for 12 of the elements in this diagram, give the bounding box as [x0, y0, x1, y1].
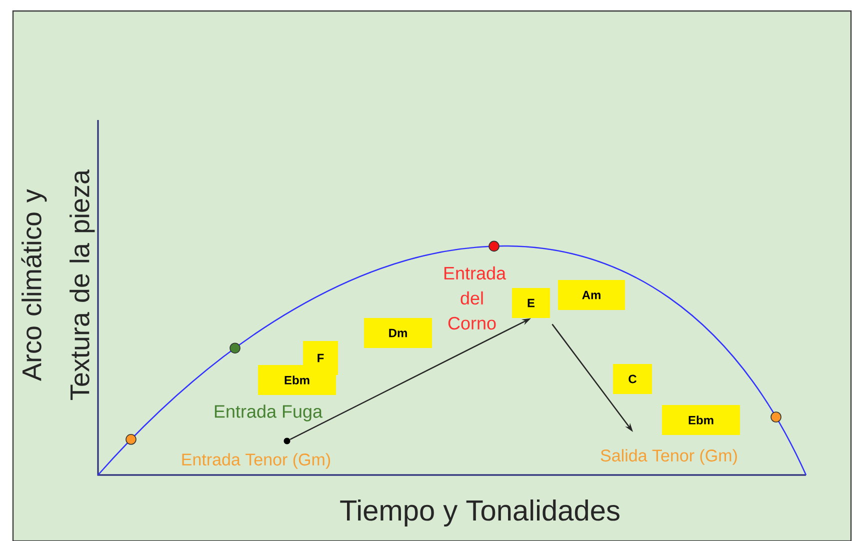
chord-box: Dm — [364, 318, 432, 348]
chord-box: Ebm — [258, 365, 336, 395]
chord-box: Am — [558, 280, 625, 310]
chord-box: C — [613, 364, 652, 394]
axis-title: Arco climático y Textura de la pieza — [21, 169, 95, 400]
point-label: Entrada Fuga — [214, 404, 322, 422]
chord-box: E — [512, 288, 550, 318]
axis-title: Tiempo y Tonalidades — [340, 499, 620, 527]
point-label: Entrada Tenor (Gm) — [182, 453, 330, 469]
chord-box: Ebm — [662, 405, 740, 435]
point-label: Entrada del Corno — [444, 266, 506, 330]
node-label: F — [318, 354, 324, 362]
